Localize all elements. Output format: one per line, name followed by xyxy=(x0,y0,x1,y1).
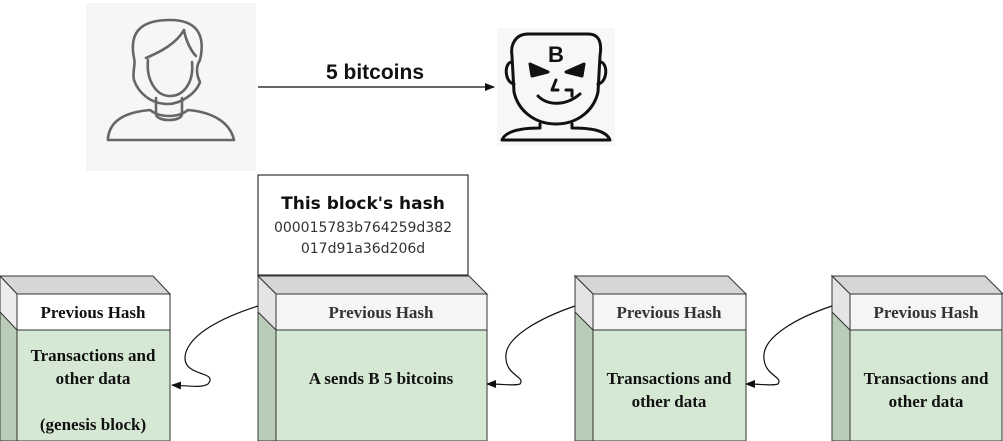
block-body-line-1: Transactions and xyxy=(607,369,732,388)
hash-callout-title: This block's hash xyxy=(281,194,445,214)
block-header-label: Previous Hash xyxy=(873,303,979,322)
block-body-line-1: Transactions and xyxy=(31,346,156,365)
bitcoin-symbol: B xyxy=(548,42,564,67)
block-body-line-1: A sends B 5 bitcoins xyxy=(309,369,454,388)
genesis-block-label: (genesis block) xyxy=(40,415,146,434)
chain-link-arrow xyxy=(486,305,576,389)
hash-value-line-2: 017d91a36d206d xyxy=(301,241,425,257)
block-body-line-1: Transactions and xyxy=(864,369,989,388)
genesis-block: Previous Hash Transactions and other dat… xyxy=(0,275,172,441)
block-hash-callout: This block's hash 000015783b764259d382 0… xyxy=(257,174,469,276)
chain-link-arrow xyxy=(745,305,833,389)
block-header-label: Previous Hash xyxy=(328,303,434,322)
block-2: Previous Hash Transactions and other dat… xyxy=(573,274,748,441)
person-icon xyxy=(86,3,256,171)
block-1: Previous Hash A sends B 5 bitcoins xyxy=(256,274,489,441)
block-header-label: Previous Hash xyxy=(616,303,722,322)
block-header-label: Previous Hash xyxy=(40,303,146,322)
hash-value-line-1: 000015783b764259d382 xyxy=(274,220,452,236)
chain-link-arrow xyxy=(171,305,259,390)
block-body-line-2: other data xyxy=(56,369,131,388)
block-body-line-2: other data xyxy=(632,392,707,411)
block-3: Previous Hash Transactions and other dat… xyxy=(830,274,1003,441)
transfer-amount-label: 5 bitcoins xyxy=(326,61,424,84)
block-body-line-2: other data xyxy=(889,392,964,411)
bitcoin-villain-icon: B xyxy=(497,28,615,146)
